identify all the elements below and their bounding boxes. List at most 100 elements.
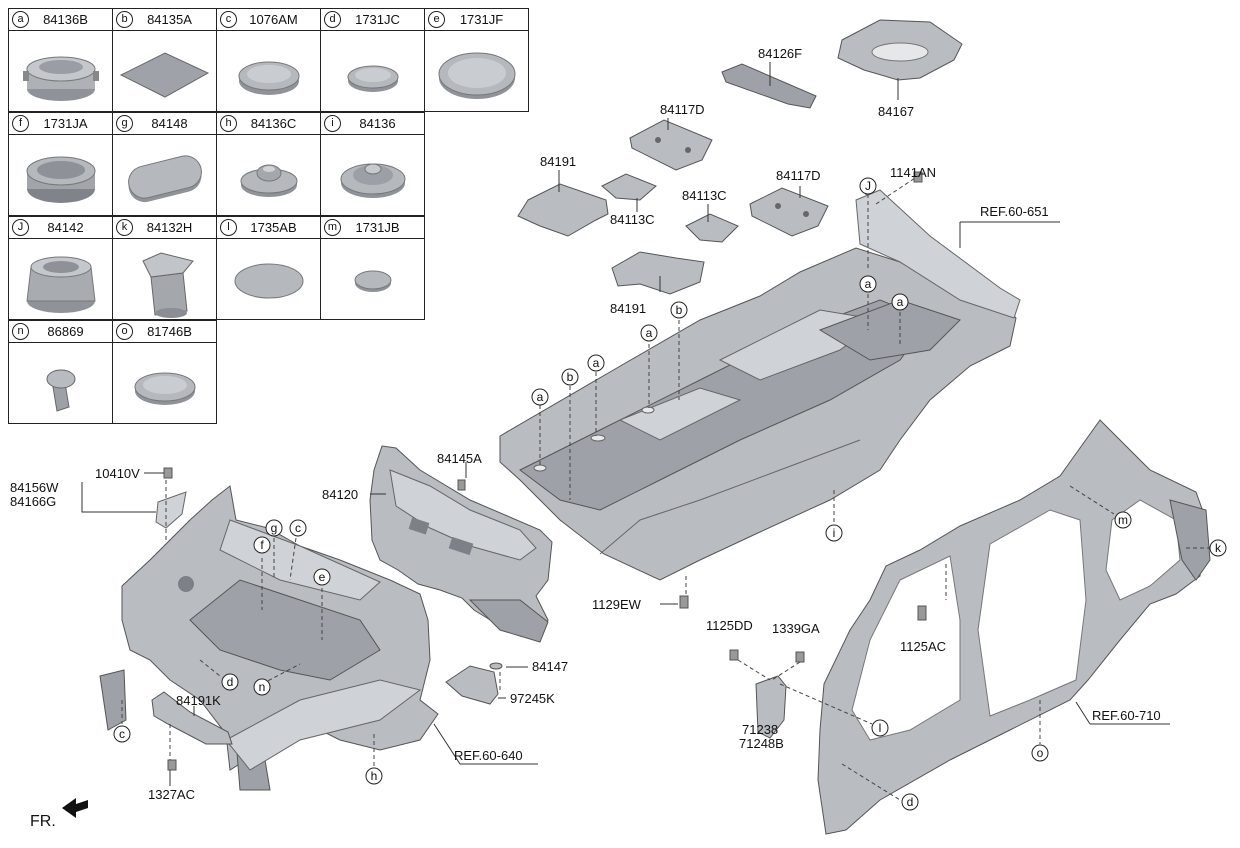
label-84191-top: 84191 [540, 154, 576, 169]
ref-60-710: REF.60-710 [1092, 708, 1161, 723]
plug-1731JC-icon [347, 65, 399, 92]
legend-part-number: 1735AB [250, 220, 297, 235]
front-body-assembly [99, 485, 439, 791]
callout-h: h [365, 767, 383, 785]
legend-letter: J [12, 219, 29, 236]
floor-panel-assembly [499, 189, 1021, 581]
label-84117D-top: 84117D [660, 102, 705, 117]
callout-n: n [253, 678, 271, 696]
legend-part-number: 84148 [151, 116, 188, 131]
legend-part-number: 84135A [147, 12, 192, 27]
plug-1076AM-icon [238, 61, 300, 95]
plug-1731JA-icon [26, 156, 96, 203]
legend-letter: n [12, 323, 29, 340]
svg-text:e: e [319, 570, 326, 584]
legend-cell-b: b 84135A [112, 8, 217, 112]
bracket-84132H-icon [142, 252, 194, 318]
legend-letter: a [12, 11, 29, 28]
label-84126F: 84126F [758, 46, 802, 61]
bracket-84191-bottom [611, 251, 705, 295]
callout-b-1: b [561, 368, 579, 386]
label-71248B: 71248B [739, 736, 784, 751]
plug-1735AB-icon [234, 263, 304, 299]
legend-part-number: 1731JC [355, 12, 400, 27]
bracket-84117D-top [629, 119, 713, 171]
plug-1731JB-icon [354, 270, 392, 292]
oval-plug-84148-icon [128, 155, 202, 203]
bolt-84145A-icon [457, 479, 466, 491]
label-1339GA: 1339GA [772, 621, 820, 636]
callout-a-2: a [587, 354, 605, 372]
svg-text:a: a [897, 295, 904, 309]
bracket-84191-top [517, 183, 609, 237]
callout-b-2: b [670, 301, 688, 319]
callout-a-5: a [891, 293, 909, 311]
svg-text:h: h [371, 769, 378, 783]
legend-letter: m [324, 219, 341, 236]
svg-text:d: d [907, 795, 914, 809]
svg-text:m: m [1118, 513, 1128, 527]
bolt-1141AN-icon [913, 171, 923, 183]
callout-o: o [1031, 744, 1049, 762]
callout-i: i [825, 524, 843, 542]
clip-86869-icon [46, 369, 76, 412]
grommet-84136B-icon [23, 56, 99, 101]
label-84117D-right: 84117D [776, 168, 821, 183]
label-1327AC: 1327AC [148, 787, 195, 802]
front-label: FR. [30, 813, 56, 830]
label-10410V: 10410V [95, 466, 140, 481]
legend-cell-l: l 1735AB [216, 216, 321, 320]
bracket-84113C-mid [685, 213, 739, 243]
legend-part-number: 1731JA [43, 116, 88, 131]
callout-e: e [313, 568, 331, 586]
svg-text:l: l [879, 721, 882, 735]
svg-text:f: f [260, 538, 264, 552]
cap-84142-icon [26, 256, 96, 313]
callout-l: l [871, 719, 889, 737]
svg-text:a: a [593, 356, 600, 370]
svg-text:k: k [1215, 541, 1222, 555]
callout-d-2: d [901, 793, 919, 811]
callout-k: k [1209, 539, 1227, 557]
svg-text:o: o [1037, 746, 1044, 760]
callout-c-1: c [289, 519, 307, 537]
bolt-1339GA-icon [795, 651, 805, 663]
leader-lines [81, 62, 1170, 786]
svg-text:n: n [259, 680, 266, 694]
label-1125DD: 1125DD [706, 618, 753, 633]
legend-letter: g [116, 115, 133, 132]
legend-cell-a: a 84136B [8, 8, 113, 112]
legend-cell-g: g 84148 [112, 112, 217, 216]
legend-part-number: 84136B [43, 12, 88, 27]
label-84191-bottom: 84191 [610, 301, 646, 316]
callout-f: f [253, 536, 271, 554]
bolt-1129EW-icon [679, 595, 689, 609]
plug-81746B-icon [134, 372, 196, 405]
pad-84167 [837, 19, 963, 81]
legend-letter: b [116, 11, 133, 28]
plug-1731JF-icon [438, 52, 516, 99]
label-1141AN: 1141AN [890, 165, 936, 180]
svg-text:J: J [865, 179, 871, 193]
legend-part-number: 84136 [359, 116, 396, 131]
legend-part-number: 1731JF [459, 12, 504, 27]
label-84156W: 84156W [10, 480, 59, 495]
label-1129EW: 1129EW [592, 597, 642, 612]
label-84167: 84167 [878, 104, 914, 119]
svg-text:i: i [833, 526, 836, 540]
callout-c-2: c [113, 725, 131, 743]
callout-J: J [859, 177, 877, 195]
label-84145A: 84145A [437, 451, 482, 466]
bracket-84156W [155, 467, 187, 529]
callout-circles: a b a a b a a J i g c f e d n c h m k l … [113, 177, 1227, 811]
legend-letter: l [220, 219, 237, 236]
